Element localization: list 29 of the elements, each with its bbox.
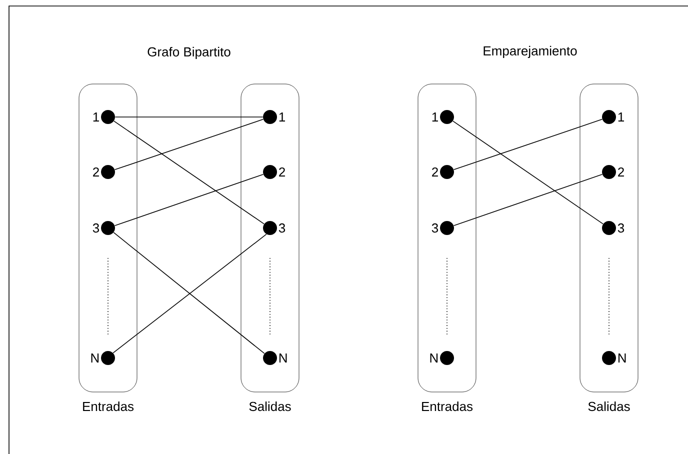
node-label: 1 xyxy=(279,112,286,122)
node-label: N xyxy=(279,354,287,362)
node-label: Entradas xyxy=(83,402,134,412)
node-label: Salidas xyxy=(588,402,630,412)
edge-line xyxy=(114,120,264,224)
node-label: N xyxy=(618,354,626,362)
edge-line xyxy=(453,174,603,226)
edge-line xyxy=(114,116,264,118)
node-label: 3 xyxy=(618,223,624,233)
edge-line xyxy=(452,120,604,224)
edge-line xyxy=(114,118,264,170)
node-label: 1 xyxy=(432,112,438,122)
node-label: 3 xyxy=(92,223,100,233)
edge-line xyxy=(453,118,603,170)
node-label: 1 xyxy=(618,112,624,122)
panel-title: Grafo Bipartito xyxy=(148,46,230,60)
node-label: 2 xyxy=(618,167,624,177)
edge-line xyxy=(114,174,264,226)
node-label: Entradas xyxy=(422,402,473,412)
node-label: 2 xyxy=(432,167,438,177)
node-label: N xyxy=(91,354,99,362)
node-label: 3 xyxy=(432,223,438,233)
node-label: 1 xyxy=(93,112,99,122)
panel-title: Emparejamiento xyxy=(484,46,577,58)
node-label: N xyxy=(430,354,438,362)
node-label: 2 xyxy=(279,167,285,177)
node-label: Salidas xyxy=(249,402,291,412)
node-label: 2 xyxy=(93,167,99,177)
node-label: 3 xyxy=(278,223,286,233)
